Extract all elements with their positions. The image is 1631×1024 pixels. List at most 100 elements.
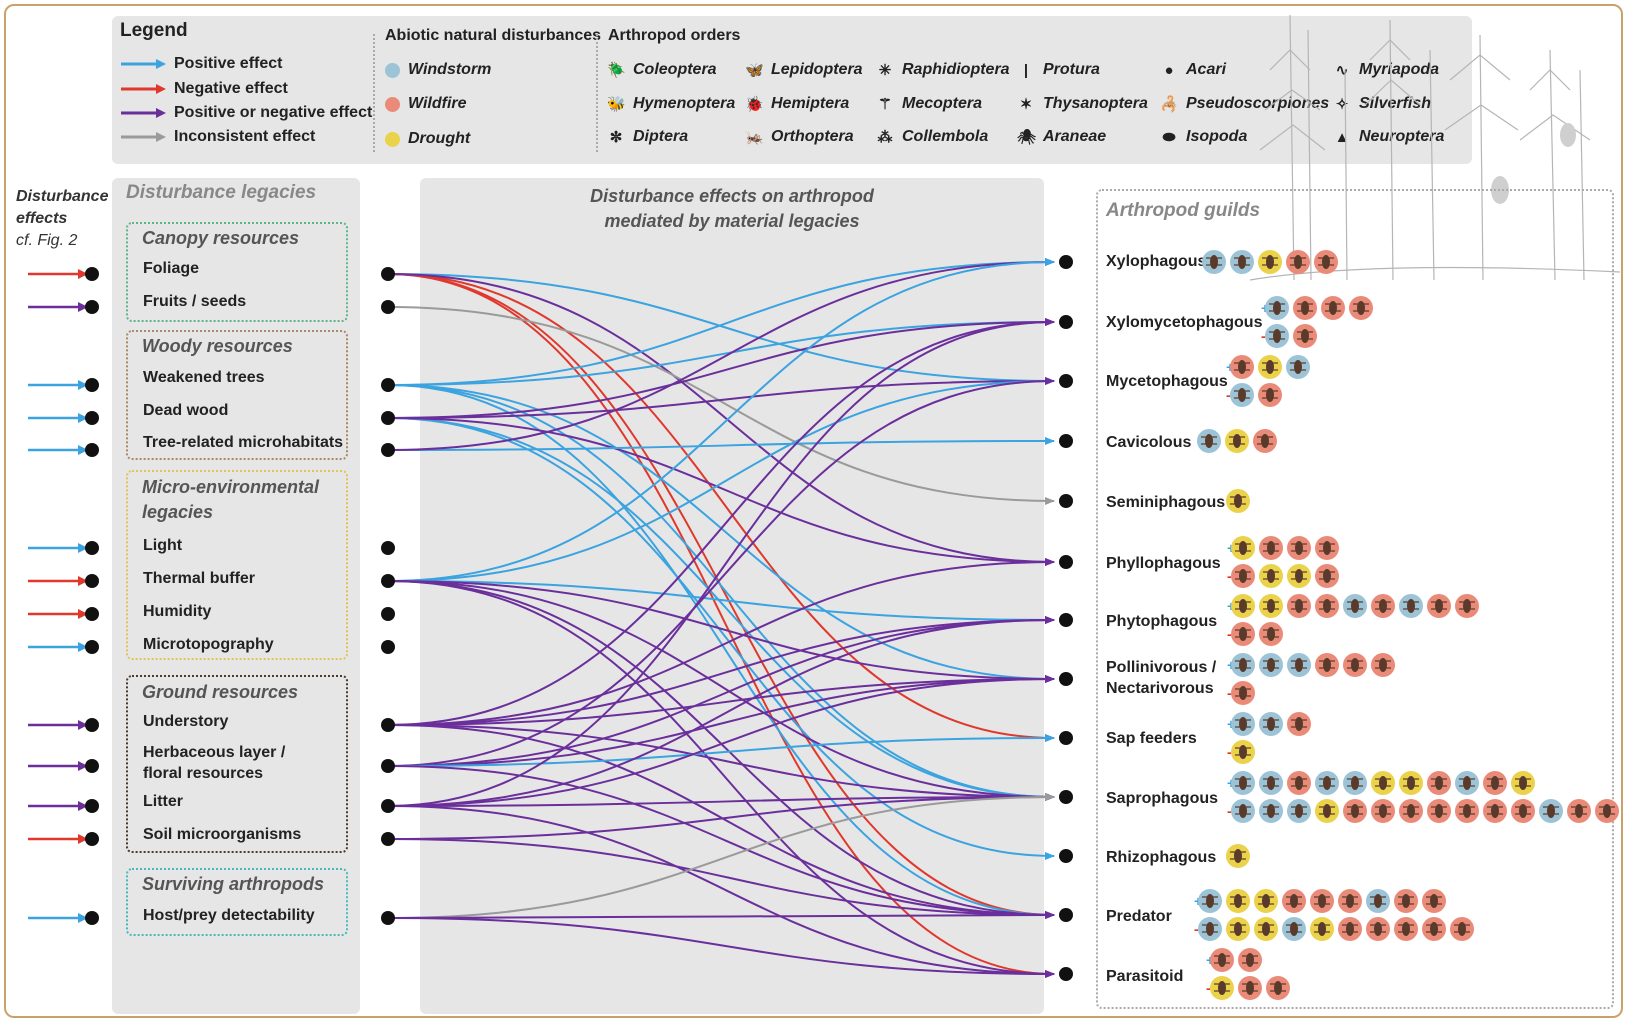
- minus-sign: -: [1227, 803, 1232, 819]
- guilds-title: Arthropod guilds: [1106, 200, 1261, 221]
- guild-mycetophagous: Mycetophagous: [1106, 373, 1228, 390]
- arthropod-icon: [1547, 804, 1555, 818]
- legend-negative-effect: Negative effect: [120, 80, 288, 98]
- arthropod-icon: [1603, 804, 1611, 818]
- legacy-node-7: [381, 607, 395, 621]
- effect-arrow-head-12: [78, 834, 88, 844]
- minus-sign: -: [1227, 568, 1232, 584]
- arthropod-icon: [1295, 717, 1303, 731]
- legacy-foliage: Foliage: [143, 260, 200, 277]
- wildfire-dot: [385, 96, 400, 112]
- arthropod-icon: [1323, 804, 1331, 818]
- arthropod-icon: [1435, 599, 1443, 613]
- arthropod-icon: [1323, 541, 1331, 555]
- arthropod-icon: [1463, 776, 1471, 790]
- arthropod-icon: [1274, 981, 1282, 995]
- spider-icon: 🕷: [1017, 129, 1037, 146]
- order-pseudoscorpiones: 🦂Pseudoscorpiones: [1160, 95, 1330, 113]
- pseudoscorpion-icon: 🦂: [1160, 96, 1179, 113]
- link-curve-20: [387, 580, 1055, 624]
- link-curve-6: [387, 258, 1055, 386]
- effect-dot-12: [85, 832, 99, 846]
- arthropod-icon: [1267, 627, 1275, 641]
- effect-dot-13: [85, 911, 99, 925]
- legacy-litter: Litter: [143, 793, 183, 810]
- link-curve-34: [387, 734, 1055, 767]
- effect-dot-8: [85, 640, 99, 654]
- arthropod-icon: [1463, 599, 1471, 613]
- arthropod-icon: [1262, 922, 1270, 936]
- legacy-node-13: [381, 911, 395, 925]
- arthropod-icon: [1239, 658, 1247, 672]
- link-curve-42: [387, 838, 1055, 919]
- order-isopoda: ⬬Isopoda: [1160, 128, 1248, 146]
- link-curve-23: [387, 580, 1055, 978]
- order-lepidoptera: 🦋Lepidoptera: [745, 61, 863, 79]
- legacy-node-12: [381, 832, 395, 846]
- arthropod-icon: [1273, 301, 1281, 315]
- legacy-node-4: [381, 443, 395, 457]
- guild-seminiphagous: Seminiphagous: [1106, 494, 1226, 511]
- minus-sign: -: [1226, 387, 1231, 403]
- arthropod-icon: [1351, 599, 1359, 613]
- guild-node-0: [1059, 255, 1073, 269]
- link-curve-30: [387, 724, 1055, 919]
- arthropod-icon: [1234, 494, 1242, 508]
- link-curve-43: [387, 793, 1055, 919]
- guild-node-4: [1059, 494, 1073, 508]
- order-collembola: ⁂Collembola: [877, 128, 989, 146]
- legacy-node-3: [381, 411, 395, 425]
- link-curve-4: [387, 273, 1055, 566]
- link-curve-10: [387, 384, 1055, 919]
- arthropod-icon: [1267, 717, 1275, 731]
- arrow-icon: [121, 59, 166, 69]
- springtail-icon: ⁂: [877, 129, 893, 146]
- order-mecoptera: ⚚Mecoptera: [876, 95, 982, 113]
- grasshopper-icon: 🦗: [745, 129, 764, 146]
- link-curve-3: [387, 273, 1055, 978]
- arrow-icon: [121, 84, 166, 94]
- link-curve-37: [387, 616, 1055, 807]
- guild-xylomycetophagous: Xylomycetophagous: [1106, 314, 1263, 331]
- arthropod-icon: [1435, 804, 1443, 818]
- effect-arrow-head-0: [78, 269, 88, 279]
- arthropod-icon: [1266, 255, 1274, 269]
- arthropod-icon: [1234, 922, 1242, 936]
- guild-pollinivorous-nectarivorous: Pollinivorous / Nectarivorous: [1106, 659, 1217, 697]
- arthropod-icon: [1351, 776, 1359, 790]
- arthropod-icon: [1435, 776, 1443, 790]
- arthropod-icon: [1379, 776, 1387, 790]
- legacy-host-prey-detectability: Host/prey detectability: [143, 907, 315, 924]
- arthropod-icon: [1519, 804, 1527, 818]
- arthropod-icon: [1218, 953, 1226, 967]
- group-micro-environmental: [126, 470, 348, 660]
- arthropod-icon: [1239, 599, 1247, 613]
- legacy-node-6: [381, 574, 395, 588]
- effect-arrow-head-11: [78, 801, 88, 811]
- protura-icon: |: [1023, 61, 1029, 79]
- link-curve-33: [387, 675, 1055, 767]
- guild-sap-feeders: Sap feeders: [1106, 730, 1197, 747]
- effect-dot-6: [85, 574, 99, 588]
- arthropod-icon: [1379, 599, 1387, 613]
- disturbance-effects-header: Disturbance effects cf. Fig. 2: [16, 188, 109, 249]
- effect-arrow-head-8: [78, 642, 88, 652]
- arthropod-icon: [1295, 804, 1303, 818]
- arthropod-icon: [1267, 658, 1275, 672]
- arthropod-icon: [1246, 953, 1254, 967]
- arrow-icon: [121, 132, 166, 142]
- legacy-node-0: [381, 267, 395, 281]
- link-curve-25: [387, 318, 1055, 726]
- minus-sign: -: [1206, 980, 1211, 996]
- arthropod-icon: [1294, 360, 1302, 374]
- link-curve-18: [387, 258, 1055, 582]
- legacy-herbaceous-layer: Herbaceous layer / floral resources: [143, 744, 286, 782]
- arthropod-icon: [1239, 776, 1247, 790]
- legend-wildfire: Wildfire: [385, 95, 467, 113]
- arthropod-icon: [1374, 894, 1382, 908]
- windstorm-dot: [385, 62, 400, 78]
- guild-rhizophagous: Rhizophagous: [1106, 849, 1217, 866]
- guild-node-7: [1059, 672, 1073, 686]
- arthropod-icon: [1357, 301, 1365, 315]
